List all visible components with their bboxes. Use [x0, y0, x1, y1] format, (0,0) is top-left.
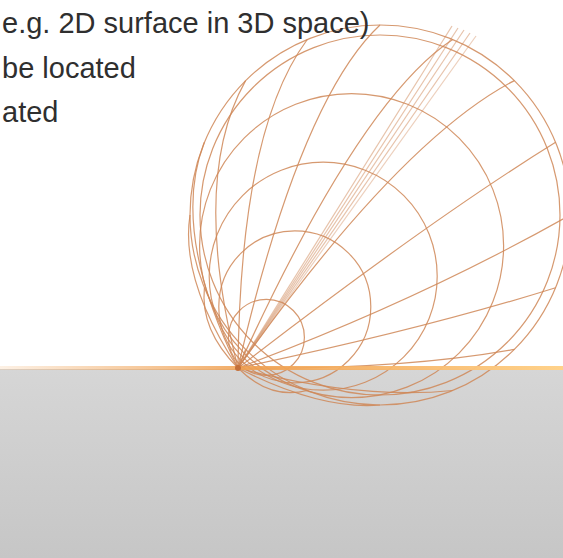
slide-text: e.g. 2D surface in 3D space): [2, 8, 370, 40]
ground-band: [0, 369, 563, 558]
mesh: [189, 25, 563, 406]
glow-line: [0, 366, 563, 370]
slide-text: be located: [2, 53, 136, 85]
slide-text: ated: [2, 97, 58, 129]
pole-point: [235, 365, 241, 371]
